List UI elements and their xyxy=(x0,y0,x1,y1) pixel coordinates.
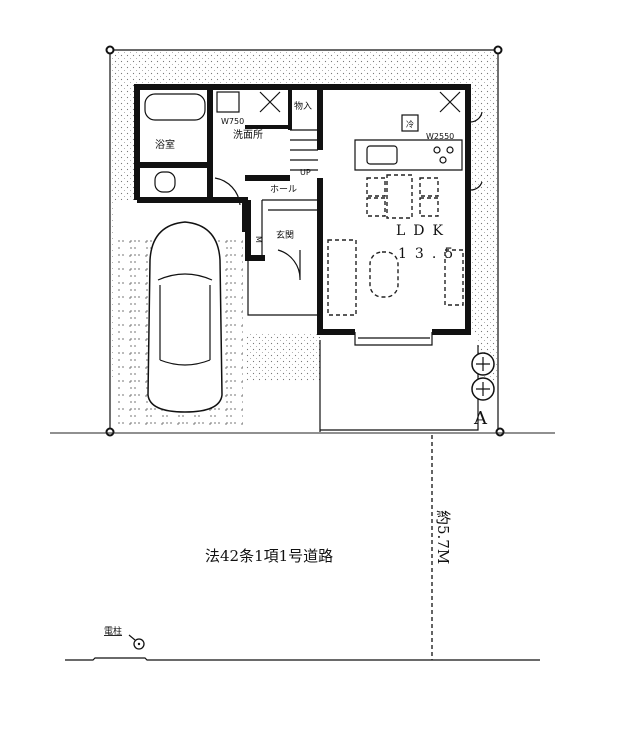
room-label-ldk: LDK xyxy=(396,223,451,239)
road-width-label: 約5.7M xyxy=(434,510,452,564)
kitchen-width: W2550 xyxy=(426,132,454,141)
room-label-storage: 物入 xyxy=(294,100,312,112)
utility-pole-label: 電柱 xyxy=(104,625,122,637)
stairs-up-label: UP xyxy=(300,168,311,177)
road xyxy=(50,432,555,661)
shoe-storage-label: M xyxy=(254,236,263,243)
tree-icon xyxy=(471,352,495,401)
road-label: 法42条1項1号道路 xyxy=(205,547,333,565)
refrigerator-label: 冷 xyxy=(406,119,414,129)
room-label-entrance: 玄関 xyxy=(276,229,294,241)
lot-marker: A xyxy=(473,408,488,429)
room-label-hall: ホール xyxy=(270,184,297,195)
car-outline xyxy=(147,221,223,413)
terrace xyxy=(320,333,478,432)
room-size-ldk: 13.5 xyxy=(398,246,461,262)
room-label-bathroom: 浴室 xyxy=(155,138,175,151)
washroom-width: W750 xyxy=(221,117,244,126)
house-walls xyxy=(134,84,483,346)
lot-boundary xyxy=(105,45,505,437)
room-label-washroom: 洗面所 xyxy=(233,129,263,141)
